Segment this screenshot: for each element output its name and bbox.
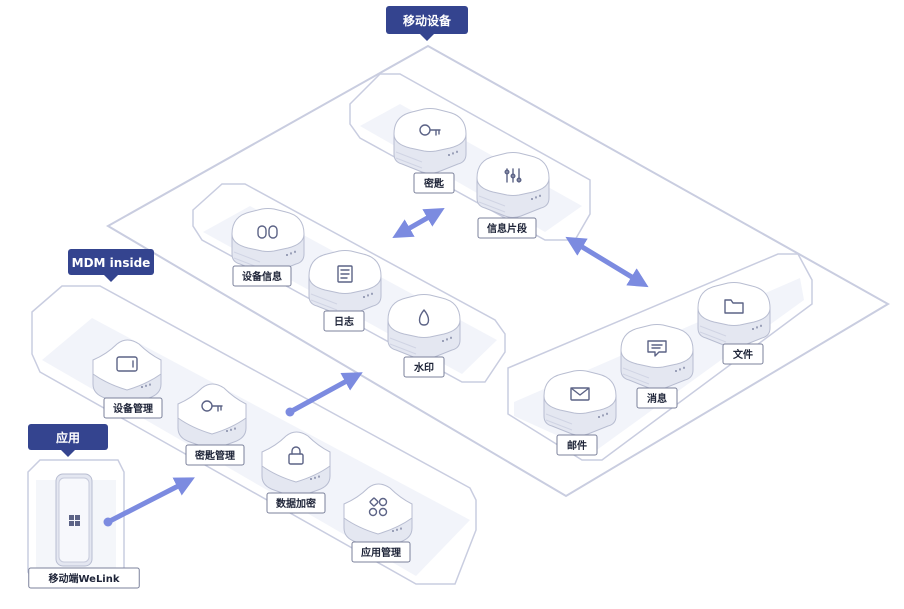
tile-windows-logo: 移动端WeLink [28, 473, 140, 589]
mobile-device-platform [105, 44, 890, 498]
label-sliders: 信息片段 [477, 217, 537, 239]
tile-droplet: 水印 [387, 294, 461, 378]
tile-key: 密匙管理 [177, 383, 247, 466]
label-text: 设备信息 [242, 270, 282, 283]
label-document: 日志 [323, 310, 365, 332]
tile-tablet: 设备管理 [92, 339, 163, 419]
label-toggle: 设备信息 [232, 265, 292, 287]
tile-apps: 应用管理 [343, 483, 413, 563]
lock-icon [288, 446, 304, 465]
label-tablet: 设备管理 [103, 397, 163, 419]
tile-message: 消息 [620, 324, 694, 409]
apps-icon [368, 497, 388, 517]
tag-mobile-device: 移动设备 [386, 6, 468, 41]
label-text: 邮件 [567, 439, 587, 452]
label-text: 密匙 [424, 177, 445, 190]
label-text: 文件 [733, 348, 753, 361]
tile-folder: 文件 [697, 282, 771, 365]
mail-icon [570, 387, 590, 401]
tile-toggle: 设备信息 [231, 208, 305, 287]
label-windows-logo: 移动端WeLink [28, 567, 140, 589]
label-key: 密匙 [413, 172, 455, 194]
arrow-security-content [565, 236, 649, 288]
toggle-icon [257, 225, 278, 239]
arrows [103, 208, 649, 527]
arrow-app-to-mdm [103, 477, 195, 527]
label-key: 密匙管理 [185, 444, 245, 466]
tag-mdm-inside-text: MDM inside [72, 256, 151, 270]
tile-document: 日志 [308, 250, 382, 332]
tablet-icon [116, 356, 138, 372]
arrow-records-security [392, 208, 445, 238]
label-mail: 邮件 [556, 434, 598, 456]
document-icon [337, 265, 353, 283]
label-text: 数据加密 [276, 497, 316, 510]
label-message: 消息 [636, 387, 678, 409]
tile-sliders: 信息片段 [476, 152, 550, 239]
sliders-icon [504, 168, 522, 183]
label-folder: 文件 [722, 343, 764, 365]
arrow-mdm-to-device [285, 372, 363, 417]
tile-key: 密匙 [393, 108, 467, 194]
label-apps: 应用管理 [351, 541, 411, 563]
label-lock: 数据加密 [266, 492, 326, 514]
label-droplet: 水印 [403, 356, 445, 378]
key-icon [419, 124, 441, 136]
label-text: 消息 [647, 392, 667, 405]
tag-mobile-device-text: 移动设备 [403, 13, 452, 28]
label-text: 信息片段 [487, 222, 527, 235]
tile-mail: 邮件 [543, 370, 617, 456]
cluster-security [349, 73, 591, 241]
tag-mdm-inside: MDM inside [68, 249, 154, 282]
tag-app: 应用 [28, 424, 108, 457]
label-text: 日志 [334, 315, 354, 328]
label-text: 水印 [413, 361, 434, 374]
label-text: 移动端WeLink [48, 572, 119, 585]
message-icon [647, 340, 667, 357]
tile-lock: 数据加密 [261, 431, 331, 514]
label-text: 设备管理 [113, 402, 153, 415]
droplet-icon [418, 309, 430, 326]
windows-logo-icon [69, 515, 80, 526]
tag-app-text: 应用 [56, 430, 80, 445]
label-text: 密匙管理 [195, 449, 235, 462]
folder-icon [724, 299, 744, 314]
label-text: 应用管理 [361, 546, 401, 559]
key-icon [201, 400, 223, 412]
